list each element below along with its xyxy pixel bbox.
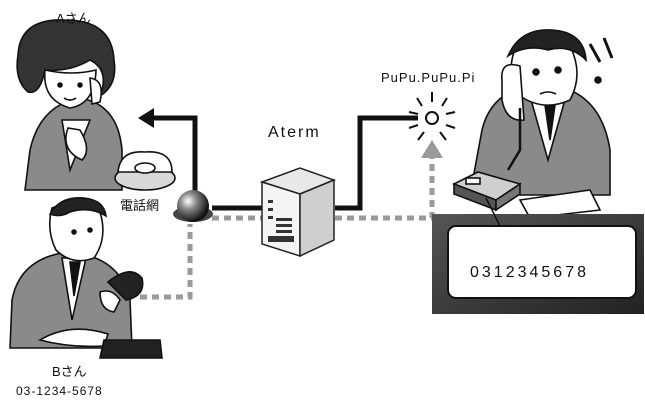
caller-id-number: 0312345678 <box>470 264 589 281</box>
ring-burst-icon <box>408 92 456 141</box>
network-label: 電話網 <box>120 198 160 213</box>
solid-line-to-a <box>138 108 198 195</box>
router-label: Aterm <box>268 124 321 141</box>
solid-line-aterm-to-phone <box>335 115 418 211</box>
desk-phone-icon <box>452 171 602 219</box>
woman-on-phone-icon <box>16 19 123 191</box>
router-icon <box>259 167 337 258</box>
ring-sound-label: PuPu.PuPu.Pi <box>381 70 476 85</box>
telephone-icon <box>114 151 176 191</box>
person-a-label: Aさん <box>56 11 91 26</box>
id-display-icon <box>432 197 644 314</box>
man-calling-icon <box>9 197 163 359</box>
person-b-number: 03-1234-5678 <box>16 384 103 398</box>
dotted-arrowhead <box>421 140 443 158</box>
network-ball-icon <box>173 190 213 222</box>
man-answering-icon <box>469 29 614 196</box>
person-b-label: Bさん <box>52 364 87 379</box>
